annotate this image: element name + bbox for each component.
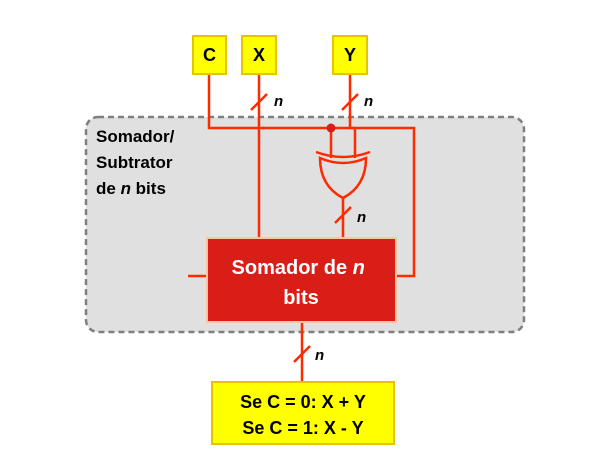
bus-label-xor: n xyxy=(357,209,366,226)
input-c-label: C xyxy=(203,45,216,65)
output-box: Se C = 0: X + Y Se C = 1: X - Y xyxy=(211,381,395,445)
bus-label-y: n xyxy=(364,93,373,110)
output-line-1: Se C = 0: X + Y xyxy=(240,392,366,412)
input-x-label: X xyxy=(253,45,265,65)
c-wire xyxy=(207,74,416,278)
input-x: X xyxy=(241,35,277,75)
adder-label: Somador de n bits xyxy=(232,257,371,309)
adder-block xyxy=(206,237,397,323)
output-line-2: Se C = 1: X - Y xyxy=(242,418,363,438)
bus-slash-out xyxy=(293,345,311,363)
bus-slash-x xyxy=(250,93,268,111)
bus-marks xyxy=(250,93,359,363)
xor-gate-icon xyxy=(315,150,371,200)
container-title: Somador/ Subtrator de n bits xyxy=(96,127,179,198)
bus-label-out: n xyxy=(315,347,324,364)
bus-slash-xor xyxy=(334,206,352,224)
input-c: C xyxy=(192,35,227,75)
bus-label-x: n xyxy=(274,93,283,110)
junction-dot xyxy=(326,123,336,133)
bus-slash-y xyxy=(341,93,359,111)
input-y: Y xyxy=(332,35,368,75)
input-y-label: Y xyxy=(344,45,356,65)
